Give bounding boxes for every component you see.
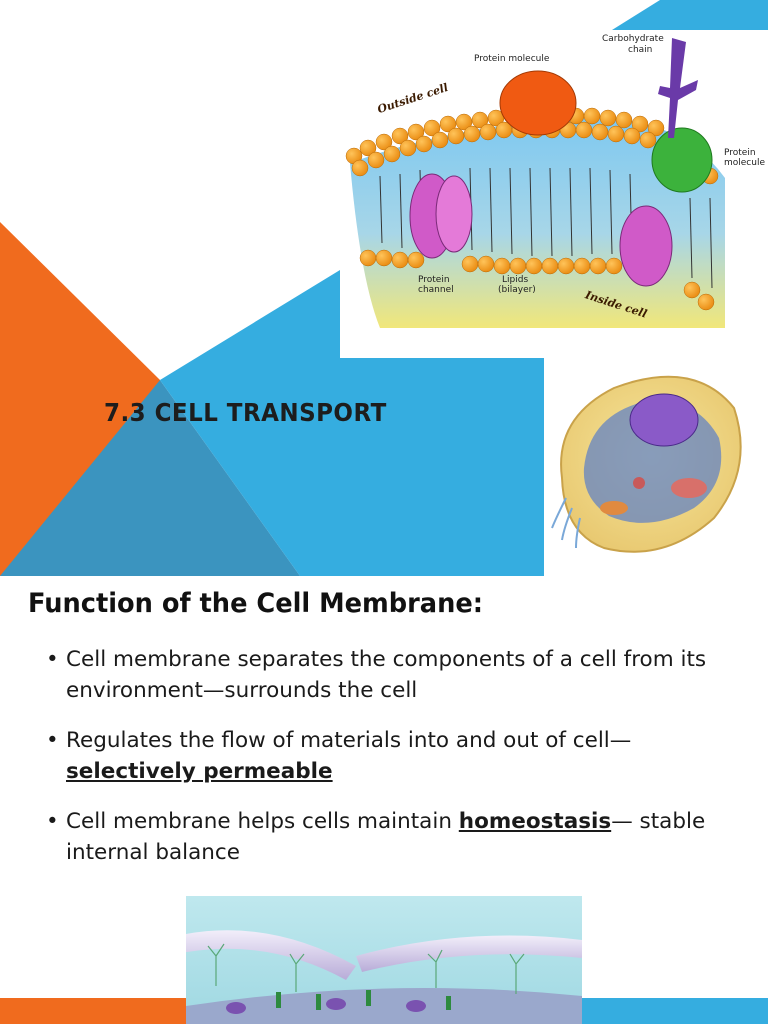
bullet-list: • Cell membrane separates the components… — [46, 644, 756, 887]
label-protein-molecule-right-2: molecule — [724, 158, 766, 168]
label-lipids-2: (bilayer) — [498, 285, 536, 295]
nucleus — [629, 393, 699, 447]
protein-channel-right — [619, 205, 673, 287]
label-protein-channel-1: Protein — [418, 275, 450, 285]
membrane-3d-illustration — [176, 896, 582, 1024]
golgi-apparatus — [671, 478, 707, 498]
title-section: 7.3 Cell Transport — [0, 0, 768, 576]
blue-corner-bar — [582, 998, 768, 1024]
content-section: Function of the Cell Membrane: • Cell me… — [0, 576, 768, 1024]
bullet-item-2: • Regulates the flow of materials into a… — [46, 725, 756, 787]
label-protein-molecule-right-1: Protein — [724, 148, 756, 158]
orange-corner-bar — [0, 998, 186, 1024]
top-right-accent — [612, 0, 768, 30]
label-carbohydrate-chain-1: Carbohydrate — [602, 34, 664, 44]
blue-shape — [160, 270, 544, 576]
slide-title: 7.3 Cell Transport — [104, 398, 387, 427]
bullet-text-1: Cell membrane separates the components o… — [66, 647, 707, 703]
receptors — [276, 990, 451, 1010]
mitochondrion — [600, 501, 628, 515]
term-homeostasis: homeostasis — [458, 809, 612, 834]
bullet-item-1: • Cell membrane separates the components… — [46, 644, 756, 706]
membrane-surface — [186, 988, 582, 1024]
term-selectively-permeable: selectively permeable — [66, 759, 333, 784]
background-shapes — [0, 0, 768, 576]
bullet-dot: • — [46, 728, 59, 753]
bullet-text-3: Cell membrane helps cells maintain — [66, 809, 459, 834]
animal-cell-illustration — [544, 358, 754, 570]
glycoproteins — [207, 943, 525, 994]
bullet-text-2: Regulates the flow of materials into and… — [66, 728, 632, 753]
lysosome — [633, 477, 645, 489]
fiber-right — [356, 935, 582, 972]
section-heading: Function of the Cell Membrane: — [28, 588, 484, 619]
protein-channel — [409, 173, 473, 259]
bullet-dot: • — [46, 647, 59, 672]
dark-blue-triangle — [0, 380, 300, 576]
label-protein-channel-2: channel — [418, 285, 454, 295]
label-lipids-1: Lipids — [502, 275, 529, 285]
cell-membrane-diagram: Outside cell Protein molecule Carbohydra… — [340, 28, 768, 330]
cilia — [551, 497, 581, 549]
label-protein-molecule-top: Protein molecule — [474, 54, 550, 64]
bullet-text-3-tail: — stable internal balance — [66, 809, 706, 865]
protein-molecule-right — [651, 127, 713, 193]
protein-molecule-top — [499, 70, 577, 136]
lipid-tails — [379, 167, 713, 289]
label-carbohydrate-chain-2: chain — [628, 45, 653, 55]
bullet-dot: • — [46, 809, 59, 834]
bullet-item-3: • Cell membrane helps cells maintain hom… — [46, 806, 756, 868]
carbohydrate-chain — [658, 38, 698, 138]
fiber-left — [176, 930, 356, 980]
membrane-proteins — [226, 998, 426, 1014]
